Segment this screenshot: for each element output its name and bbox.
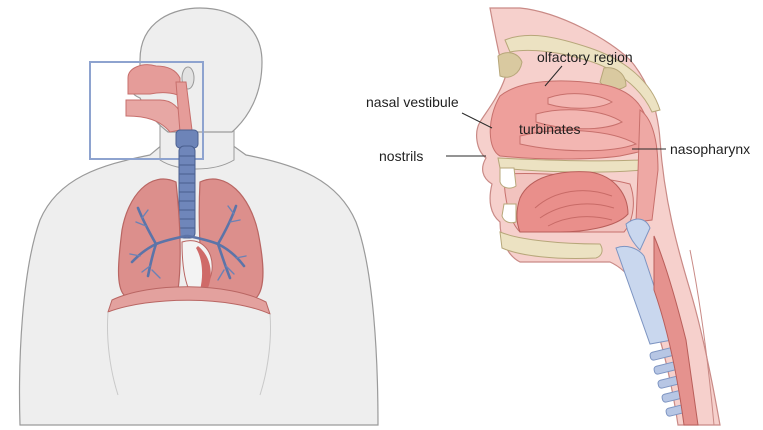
label-turbinates: turbinates <box>519 121 580 137</box>
upper-teeth <box>500 168 516 188</box>
label-nostrils: nostrils <box>379 148 423 164</box>
larynx <box>176 130 198 148</box>
label-nasal-vestibule: nasal vestibule <box>366 94 459 110</box>
body-figure <box>20 8 378 425</box>
lower-teeth <box>502 204 516 223</box>
oral-cavity-small <box>126 100 182 132</box>
label-nasopharynx: nasopharynx <box>670 141 750 157</box>
nasal-cavity-small <box>128 65 180 96</box>
sagittal-head <box>477 8 720 425</box>
label-olfactory-region: olfactory region <box>537 49 633 65</box>
